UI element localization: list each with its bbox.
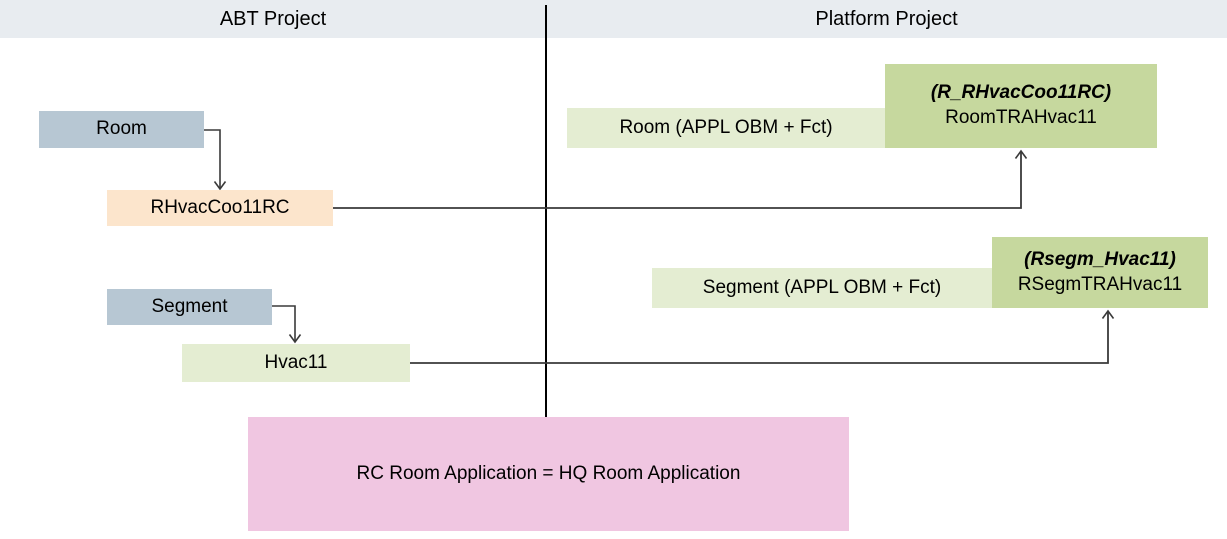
- arrowhead-up-roomtrahvac11: [1014, 149, 1028, 159]
- rsegmtrahvac11-alias-label: (Rsegm_Hvac11): [1024, 248, 1176, 270]
- roomtrahvac11-alias-label: (R_RHvacCoo11RC): [930, 82, 1112, 104]
- connector-segment-to-hvac11: [272, 305, 296, 341]
- rhvaccoo11rc-box: RHvacCoo11RC: [107, 190, 333, 226]
- arrowhead-up-rsegmtrahvac11: [1101, 309, 1115, 319]
- rsegmtrahvac11-name-label: RSegmTRAHvac11: [1017, 273, 1183, 295]
- segment-box: Segment: [107, 289, 272, 325]
- room-appl-obm-fct-box: Room (APPL OBM + Fct): [567, 108, 885, 148]
- roomtrahvac11-box: (R_RHvacCoo11RC) RoomTRAHvac11: [885, 64, 1157, 148]
- segment-appl-obm-fct-box: Segment (APPL OBM + Fct): [652, 268, 992, 308]
- connector-hvac11-to-rsegmtrahvac11: [410, 312, 1109, 364]
- abt-project-header: ABT Project: [219, 7, 327, 30]
- hvac11-box: Hvac11: [182, 344, 410, 382]
- arrowhead-down-hvac11: [288, 334, 302, 344]
- connector-room-to-rhvaccoo11rc: [204, 129, 221, 188]
- rsegmtrahvac11-box: (Rsegm_Hvac11) RSegmTRAHvac11: [992, 237, 1208, 308]
- roomtrahvac11-name-label: RoomTRAHvac11: [945, 107, 1097, 128]
- arrowhead-down-rhvaccoo11rc: [213, 181, 227, 191]
- header-band: ABT Project Platform Project: [0, 0, 1227, 38]
- note-box: RC Room Application = HQ Room Applicatio…: [248, 417, 849, 531]
- connector-rhvaccoo11rc-to-roomtrahvac11: [333, 152, 1022, 209]
- room-box: Room: [39, 111, 204, 148]
- platform-project-header: Platform Project: [815, 7, 958, 30]
